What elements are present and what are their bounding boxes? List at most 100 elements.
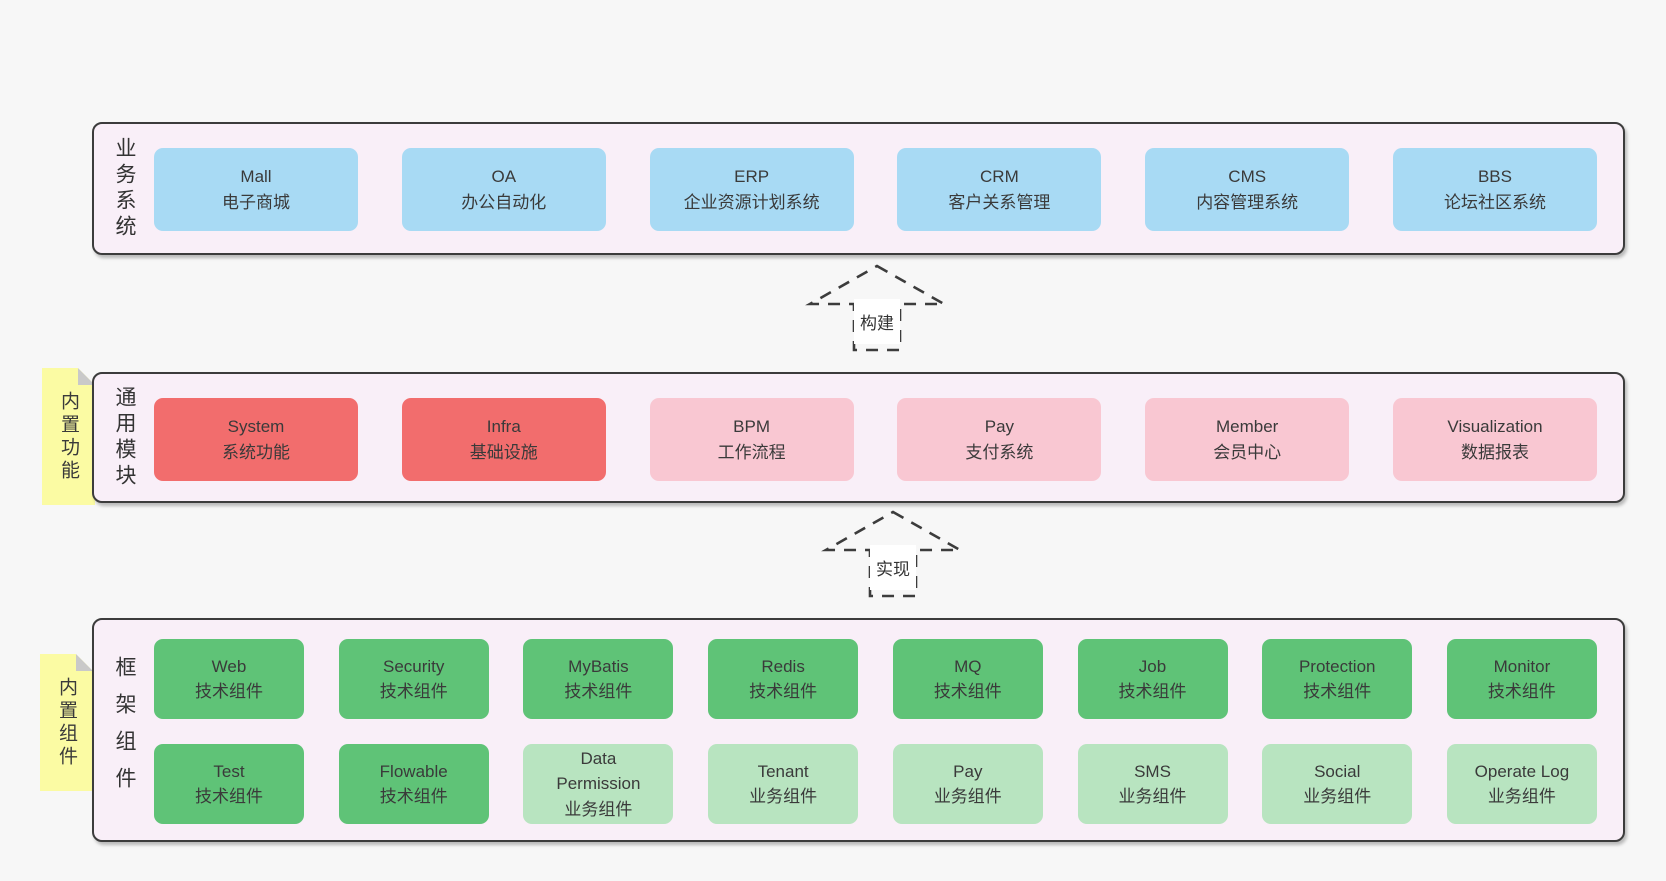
box-name: Member (1216, 417, 1279, 436)
box-erp: ERP 企业资源计划系统 (649, 148, 854, 231)
band-business-label: 业务系统 (113, 136, 136, 241)
box-sms: SMS 业务组件 (1077, 744, 1228, 824)
build-arrow: 构建 (805, 263, 949, 353)
box-name: Security (382, 656, 445, 676)
box-name: CRM (980, 167, 1019, 186)
box-social: Social 业务组件 (1262, 744, 1413, 824)
box-system: System 系统功能 (154, 398, 358, 481)
up-arrow-icon (821, 510, 965, 598)
box-desc: 技术组件 (1487, 682, 1556, 701)
components-row-1: Web 技术组件 Security 技术组件 MyBatis 技术组件 Redi… (154, 639, 1597, 719)
box-monitor: Monitor 技术组件 (1446, 639, 1597, 719)
box-desc: 会员中心 (1213, 442, 1282, 462)
box-name: Flowable (379, 761, 448, 781)
box-desc: 技术组件 (1303, 682, 1372, 701)
implement-arrow: 实现 (821, 509, 965, 599)
box-desc: 技术组件 (933, 682, 1002, 701)
box-desc: 论坛社区系统 (1443, 192, 1546, 212)
box-desc: 业务组件 (749, 787, 818, 806)
box-name: BBS (1477, 167, 1512, 186)
box-desc: 企业资源计划系统 (683, 192, 820, 212)
band-modules-label: 通用模块 (113, 385, 136, 490)
box-cms: CMS 内容管理系统 (1145, 148, 1350, 231)
box-job: Job 技术组件 (1077, 639, 1228, 719)
box-desc: 业务组件 (1118, 787, 1187, 806)
box-name: Pay (984, 417, 1015, 436)
box-data-permission: Data Permission 业务组件 (523, 744, 674, 824)
box-desc: 业务组件 (1303, 787, 1372, 806)
box-name: MQ (954, 656, 982, 676)
box-name: Job (1138, 656, 1167, 676)
box-name: System (227, 417, 285, 436)
box-desc: 客户关系管理 (948, 192, 1051, 212)
box-mall: Mall 电子商城 (154, 148, 358, 231)
box-desc: 电子商城 (222, 192, 290, 212)
box-desc: 办公自动化 (461, 192, 547, 212)
box-desc: 业务组件 (933, 787, 1002, 806)
box-flowable: Flowable 技术组件 (338, 744, 489, 824)
box-protection: Protection 技术组件 (1262, 639, 1413, 719)
box-pay-system: Pay 支付系统 (897, 398, 1102, 481)
box-tenant: Tenant 业务组件 (708, 744, 859, 824)
box-desc: 系统功能 (222, 442, 290, 462)
box-desc: 数据报表 (1460, 442, 1529, 462)
box-desc: 支付系统 (965, 442, 1034, 462)
box-name: OA (491, 167, 517, 186)
box-desc: 工作流程 (717, 442, 786, 462)
box-visualization: Visualization 数据报表 (1392, 398, 1597, 481)
box-name: Web (211, 656, 247, 676)
band-common-modules: 通用模块 System 系统功能 Infra 基础设施 BPM 工作流程 Pay… (92, 372, 1625, 503)
box-desc: 技术组件 (379, 682, 448, 701)
sticky-note-builtin-components: 内置组件 (40, 654, 93, 791)
box-name: Pay (953, 761, 983, 781)
box-bpm: BPM 工作流程 (649, 398, 854, 481)
box-desc: 技术组件 (195, 787, 263, 806)
box-name: SMS (1134, 761, 1171, 781)
business-boxes-row: Mall 电子商城 OA 办公自动化 ERP 企业资源计划系统 CRM 客户关系… (154, 148, 1597, 231)
box-desc: 技术组件 (195, 682, 263, 701)
box-name: BPM (733, 417, 771, 436)
box-name: Tenant (757, 761, 809, 781)
box-desc: 技术组件 (564, 682, 633, 701)
box-desc: 内容管理系统 (1196, 192, 1299, 212)
band-business-systems: 业务系统 Mall 电子商城 OA 办公自动化 ERP 企业资源计划系统 CRM… (92, 122, 1625, 255)
box-mq: MQ 技术组件 (892, 639, 1043, 719)
components-row-2: Test 技术组件 Flowable 技术组件 Data Permission … (154, 744, 1597, 824)
sticky-label: 内置功能 (58, 390, 79, 483)
box-mybatis: MyBatis 技术组件 (523, 639, 674, 719)
box-member: Member 会员中心 (1145, 398, 1350, 481)
box-name: Monitor (1493, 656, 1551, 676)
box-bbs: BBS 论坛社区系统 (1392, 148, 1597, 231)
box-desc: 技术组件 (1118, 682, 1187, 701)
box-name: Visualization (1447, 417, 1543, 436)
box-name: ERP (734, 167, 770, 186)
box-oa: OA 办公自动化 (401, 148, 606, 231)
box-name: Social (1314, 761, 1361, 781)
band-framework-components: 框架组件 Web 技术组件 Security 技术组件 MyBatis 技术组件… (92, 618, 1625, 842)
box-redis: Redis 技术组件 (708, 639, 859, 719)
box-name: Data Permission (556, 748, 641, 794)
box-crm: CRM 客户关系管理 (897, 148, 1102, 231)
modules-boxes-row: System 系统功能 Infra 基础设施 BPM 工作流程 Pay 支付系统… (154, 398, 1597, 481)
folded-corner-icon (76, 654, 93, 671)
sticky-label: 内置组件 (56, 676, 77, 769)
implement-arrow-label: 实现 (870, 545, 916, 590)
box-infra: Infra 基础设施 (401, 398, 606, 481)
build-arrow-label: 构建 (854, 299, 900, 344)
up-arrow-icon (805, 264, 949, 352)
box-desc: 技术组件 (749, 682, 818, 701)
box-name: CMS (1228, 167, 1267, 186)
box-name: Protection (1298, 656, 1376, 676)
box-name: Test (213, 761, 245, 781)
sticky-note-builtin-features: 内置功能 (42, 368, 95, 505)
box-desc: 基础设施 (469, 442, 538, 462)
box-web: Web 技术组件 (154, 639, 304, 719)
box-security: Security 技术组件 (338, 639, 489, 719)
box-name: Mall (240, 167, 272, 186)
box-test: Test 技术组件 (154, 744, 304, 824)
box-desc: 业务组件 (564, 799, 633, 819)
box-name: Infra (486, 417, 521, 436)
box-desc: 技术组件 (379, 787, 448, 806)
box-name: Redis (761, 656, 805, 676)
box-desc: 业务组件 (1487, 787, 1556, 806)
